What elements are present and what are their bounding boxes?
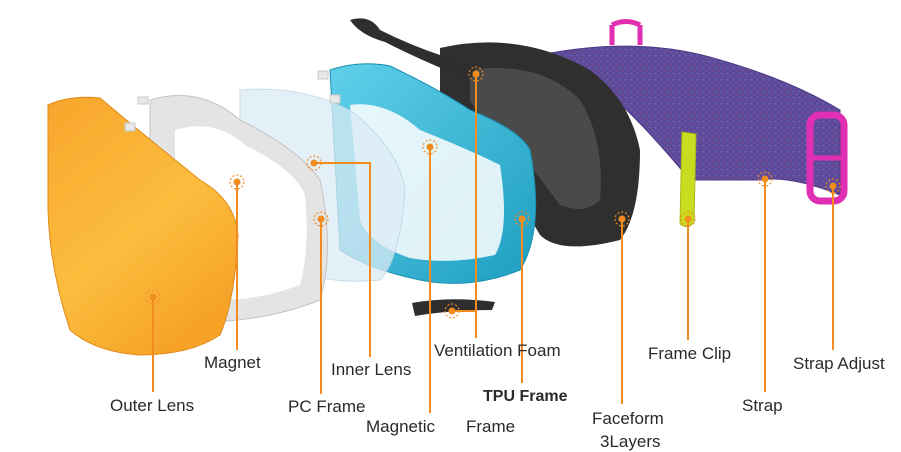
- marker-inner-lens: [306, 155, 322, 171]
- label-tpu-frame-line2: Frame: [466, 417, 516, 436]
- marker-magnetic: [422, 139, 438, 155]
- label-tpu-frame: TPU Frame: [483, 388, 568, 405]
- marker-ventilation-foam-2: [444, 303, 460, 319]
- outer-lens-part: [47, 96, 239, 356]
- part-markers: [145, 66, 841, 319]
- label-faceform: Faceform: [592, 409, 664, 428]
- label-strap-adjust: Strap Adjust: [793, 354, 885, 373]
- marker-outer-lens: [145, 289, 161, 305]
- marker-frame-clip: [680, 211, 696, 227]
- marker-strap: [757, 171, 773, 187]
- label-frame-clip: Frame Clip: [648, 344, 732, 363]
- label-magnet: Magnet: [204, 353, 261, 372]
- small-parts: [124, 70, 341, 132]
- faceform-part: [350, 18, 640, 316]
- leader-line-inner-lens: [314, 162, 371, 357]
- marker-pc-frame: [313, 211, 329, 227]
- label-inner-lens: Inner Lens: [331, 360, 412, 379]
- label-strap: Strap: [742, 396, 783, 415]
- label-ventilation-foam: Ventilation Foam: [434, 341, 561, 360]
- marker-faceform: [614, 211, 630, 227]
- label-faceform-line2: 3Layers: [600, 432, 661, 451]
- marker-tpu-frame: [514, 211, 530, 227]
- label-magnetic: Magnetic: [366, 417, 435, 436]
- label-outer-lens: Outer Lens: [110, 396, 195, 415]
- marker-magnet: [229, 174, 245, 190]
- strap-adjust-part: [806, 111, 848, 205]
- marker-ventilation-foam: [468, 66, 484, 82]
- marker-strap-adjust: [825, 178, 841, 194]
- label-pc-frame: PC Frame: [288, 397, 366, 416]
- leader-lines: [152, 74, 834, 413]
